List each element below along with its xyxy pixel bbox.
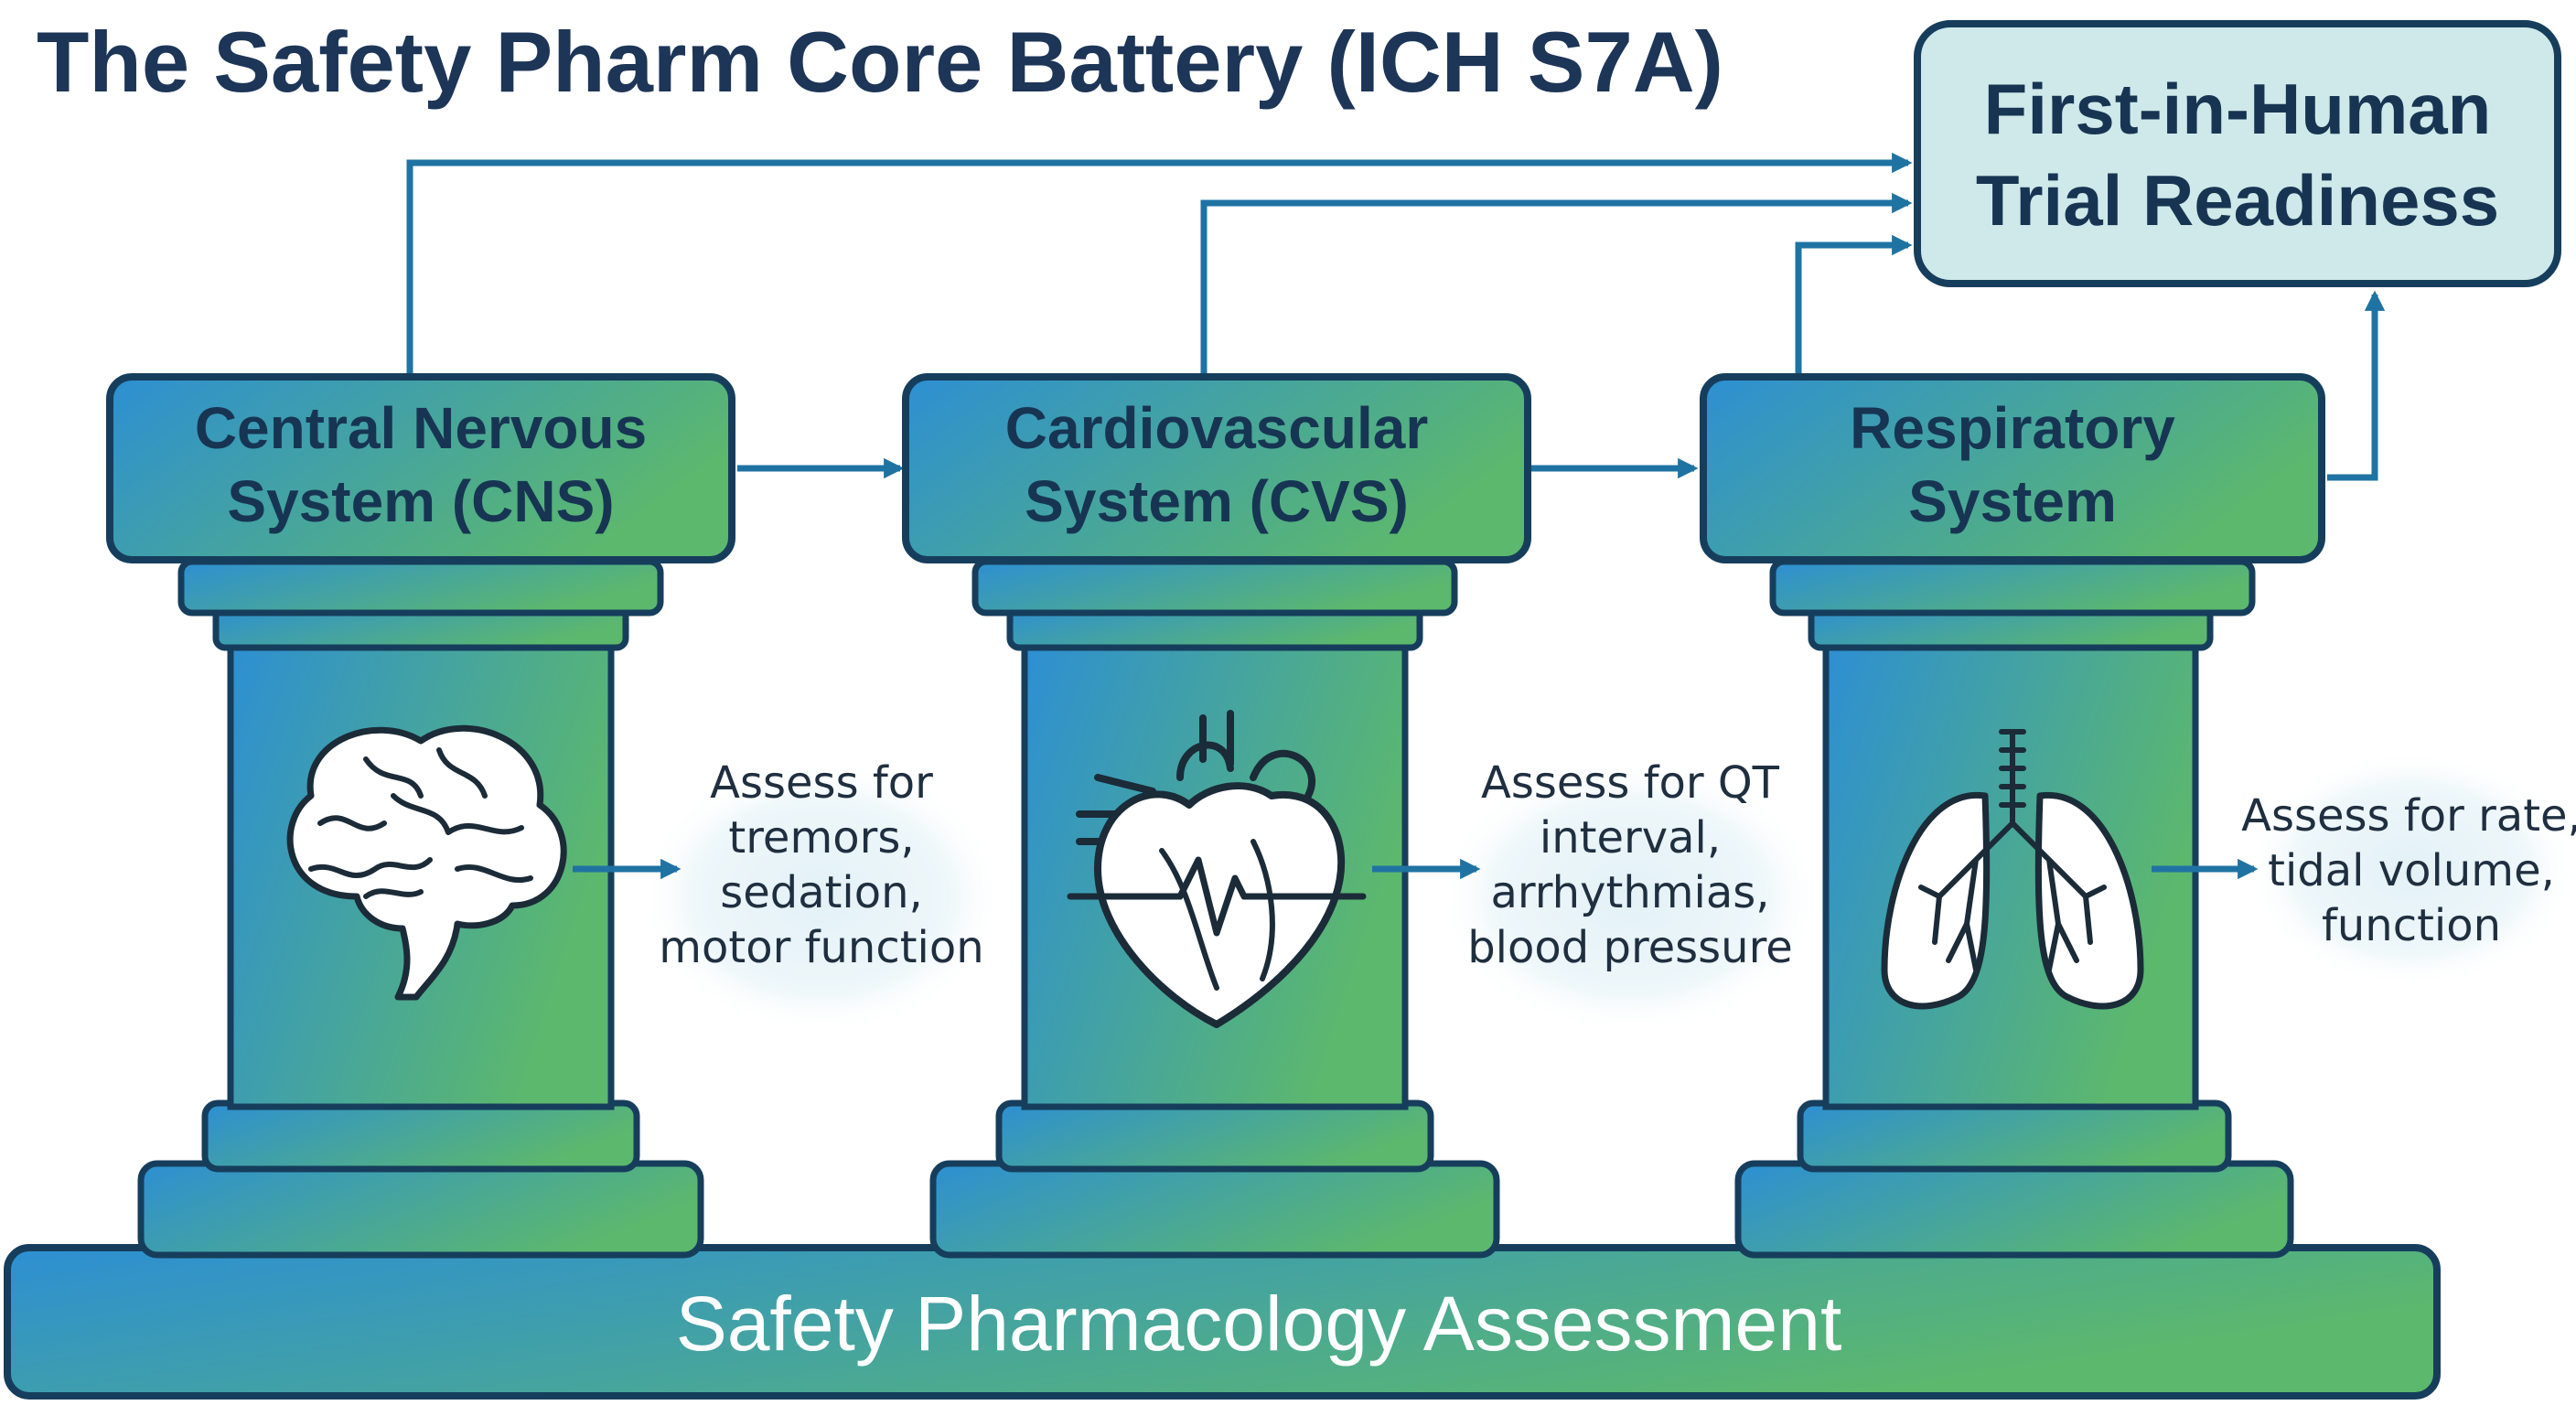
note-cns-line-3: sedation, — [720, 867, 923, 918]
note-cvs-line-2: interval, — [1540, 812, 1721, 863]
base-platform: Safety Pharmacology Assessment — [4, 1244, 2441, 1400]
note-resp-line-3: function — [2322, 900, 2501, 951]
pillar-cvs-label-1: Cardiovascular — [1005, 395, 1428, 461]
note-resp: Assess for rate, tidal volume, function — [2152, 750, 2576, 988]
goal-box: First-in-Human Trial Readiness — [1914, 20, 2561, 287]
arrow-resp-to-goal — [1795, 234, 1913, 377]
pillar-cvs-label-2: System (CVS) — [1025, 468, 1409, 534]
note-cns-line-2: tremors, — [728, 812, 914, 863]
arrow-cvs-to-goal — [1200, 192, 1913, 377]
note-cns-line-4: motor function — [659, 922, 983, 973]
note-resp-line-1: Assess for rate, — [2241, 790, 2576, 842]
diagram-title: The Safety Pharm Core Battery (ICH S7A) — [37, 14, 1723, 110]
note-cns: Assess for tremors, sedation, motor func… — [573, 757, 1004, 1034]
note-cns-line-1: Assess for — [710, 757, 933, 809]
pillar-resp-label-2: System — [1908, 468, 2117, 534]
goal-line-2: Trial Readiness — [1976, 160, 2499, 241]
connector-arrows — [406, 152, 2386, 481]
note-resp-line-2: tidal volume, — [2268, 845, 2555, 896]
note-cvs-line-3: arrhythmias, — [1490, 867, 1769, 918]
base-label: Safety Pharmacology Assessment — [676, 1281, 1842, 1367]
arrow-resp-up-to-goal — [2327, 290, 2386, 481]
arrow-cns-to-goal — [406, 152, 1913, 377]
pillar-resp: Respiratory System — [1700, 373, 2325, 1259]
goal-line-1: First-in-Human — [1984, 69, 2492, 149]
pillar-cvs: Cardiovascular System (CVS) — [902, 373, 1531, 1259]
pillar-resp-label-1: Respiratory — [1850, 395, 2175, 461]
pillar-cns: Central Nervous System (CNS) — [106, 373, 735, 1259]
note-cvs-line-4: blood pressure — [1467, 922, 1793, 973]
pillar-cns-label-2: System (CNS) — [227, 468, 614, 534]
pillar-cns-label-1: Central Nervous — [195, 395, 647, 461]
note-cvs: Assess for QT interval, arrhythmias, blo… — [1372, 757, 1822, 1034]
note-cvs-line-1: Assess for QT — [1481, 757, 1780, 809]
